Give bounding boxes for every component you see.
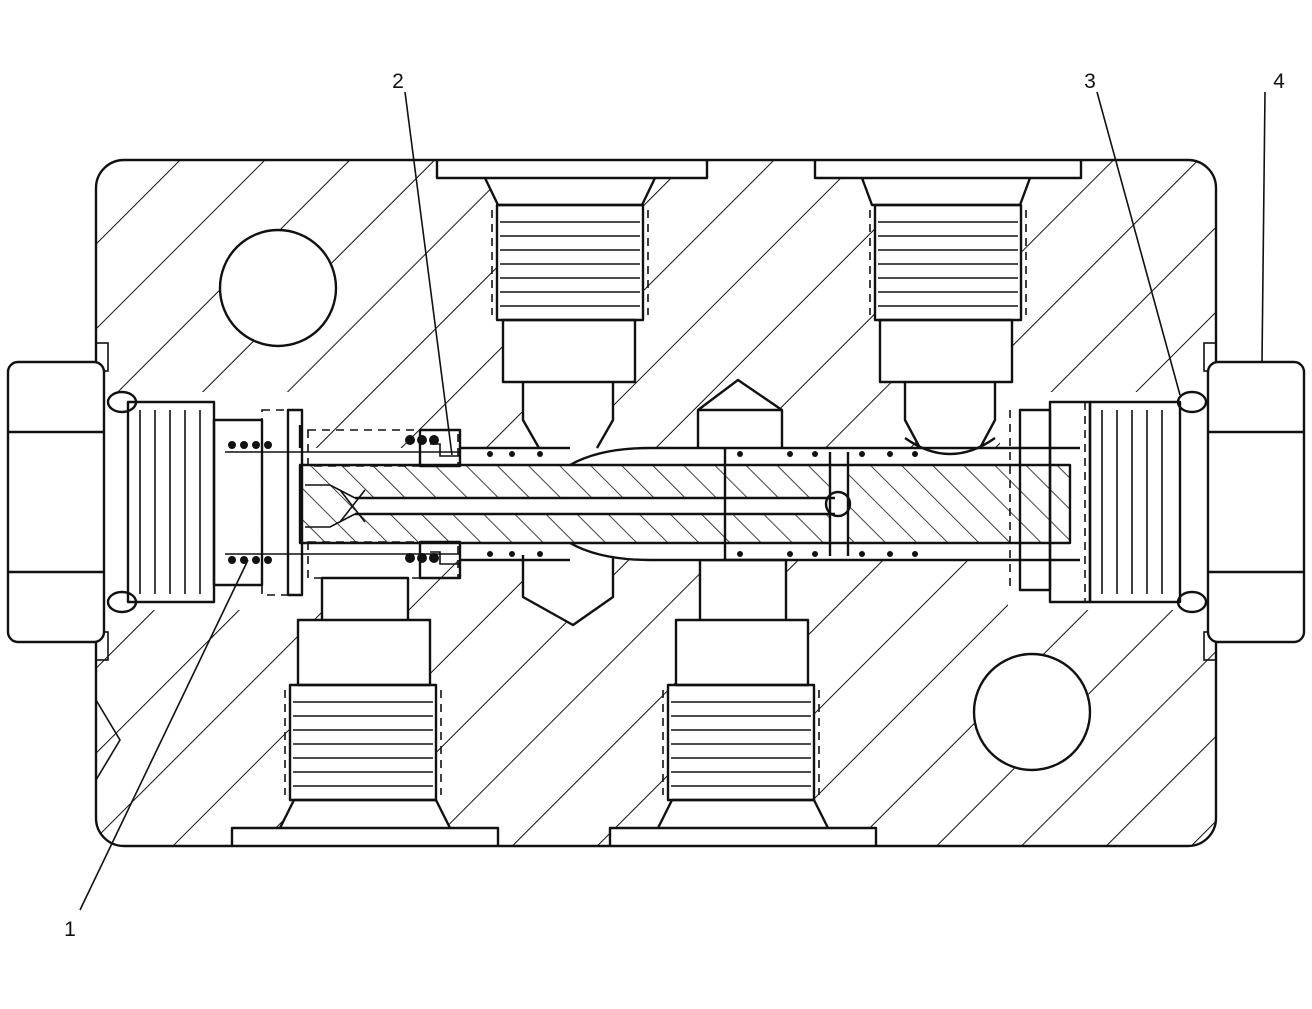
port-bottom-left <box>230 576 500 846</box>
leader-line-3 <box>1096 91 1181 396</box>
hex-nut-left <box>6 360 106 644</box>
callout-1: 1 <box>64 918 76 941</box>
leader-line-1 <box>79 559 249 911</box>
port-top-right <box>813 160 1083 456</box>
leader-line-4 <box>1261 91 1266 363</box>
leader-line-2 <box>404 91 453 456</box>
spool <box>298 446 1072 562</box>
leader-lines <box>79 91 1266 911</box>
drill-point-cone <box>521 555 615 627</box>
callout-4: 4 <box>1273 70 1285 93</box>
port-top-left <box>435 160 709 449</box>
spring-left <box>298 425 462 580</box>
end-plug-right <box>1009 390 1208 614</box>
check-seat-cone <box>696 378 784 448</box>
mounting-hole-bottom-right <box>972 652 1092 772</box>
hex-nut-right <box>1206 360 1306 644</box>
mounting-hole-top-left <box>218 228 338 348</box>
callout-3: 3 <box>1084 70 1096 93</box>
port-bottom-right <box>608 558 878 846</box>
end-plug-left <box>106 390 460 614</box>
callout-2: 2 <box>392 70 404 93</box>
